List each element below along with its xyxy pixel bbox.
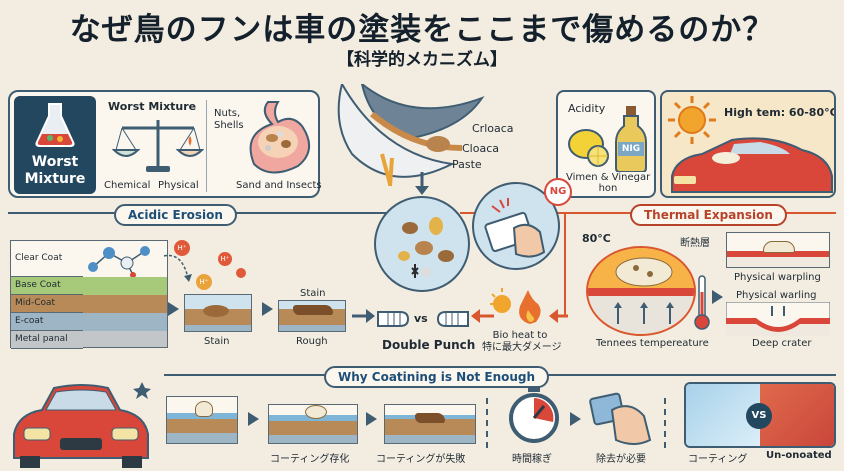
worst-mixture-box: Worst Mixture — [14, 96, 96, 194]
warping-block-1 — [726, 232, 830, 268]
coating-step-1-label: コーティング存化 — [270, 454, 350, 465]
acidity-label: Acidity — [568, 102, 606, 115]
arrow-to-stain — [168, 302, 179, 316]
thermometer-icon — [694, 275, 710, 330]
arrow-orange-left — [549, 309, 568, 323]
coating-step-1-image — [166, 396, 238, 444]
stain-block — [184, 294, 252, 332]
arrow-bird-down — [415, 172, 429, 195]
double-punch-label: Double Punch — [382, 338, 476, 352]
layer-strip — [83, 277, 167, 347]
coating-step-2-label: コーティングが失敗 — [376, 454, 466, 465]
paste-label: Paste — [452, 158, 482, 171]
fist-right-icon — [436, 311, 469, 327]
vinegar-bottle-icon — [615, 106, 647, 172]
worst-mixture-box-label: Worst Mixture — [24, 154, 86, 187]
curved-arrow — [163, 254, 192, 282]
cloaca-label-2: Cloaca — [462, 142, 499, 155]
arrow-left-in — [352, 309, 375, 323]
coating-step-3-label: 時間稼ぎ — [512, 454, 552, 465]
wiping-hand-icon — [589, 392, 652, 445]
flask-icon — [35, 103, 75, 147]
insulation-label: 断熱層 — [680, 238, 710, 249]
nuts-shells-label: Nuts, Shells — [214, 108, 244, 131]
red-car-icon — [671, 137, 833, 193]
page-title: なぜ鳥のフンは車の塗装をここまで傷めるのか？ — [69, 12, 775, 48]
coating-step-2-image — [268, 404, 358, 444]
stain-label: Stain — [204, 336, 230, 347]
hydrogen-ion-1: H⁺ — [174, 240, 190, 256]
deep-crater-label: Deep crater — [752, 338, 812, 349]
layer-metal-panel: Metal panal — [11, 331, 83, 349]
page-subtitle: 【科学的メカニズム】 — [337, 50, 507, 70]
layer-base-coat: Base Coat — [11, 277, 83, 295]
worst-mixture-label: Worst Mixture — [108, 100, 197, 113]
hydrogen-ion-2: H⁺ — [218, 252, 232, 266]
thermal-expansion-title: Thermal Expansion — [630, 204, 787, 226]
molecule-icon — [88, 246, 150, 277]
divider — [206, 100, 207, 192]
droppings-circle — [374, 196, 470, 292]
acidic-erosion-title: Acidic Erosion — [114, 204, 237, 226]
arrow-to-crater — [712, 290, 723, 304]
heat-car-panel: High tem: 60-80°C — [660, 90, 836, 198]
physical-label: Physical — [158, 180, 199, 191]
bio-heat-label: Bio heat to 特に最大ダメージ — [482, 330, 562, 353]
crater-block — [726, 302, 830, 336]
paint-layer-stack: Clear Coat Base Coat Mid-Coat E-coat Met… — [10, 240, 168, 349]
ng-badge: NG — [544, 178, 572, 206]
sand-insects-label: Sand and Insects — [236, 180, 322, 191]
bird-illustration — [337, 84, 485, 187]
hydrogen-ion-3: H⁺ — [196, 274, 212, 290]
acidity-panel: Acidity NIG Vimen & Vinegar hon — [556, 90, 656, 198]
rough-label: Rough — [296, 336, 328, 347]
hydrogen-ion-4 — [236, 268, 246, 278]
sun-icon — [668, 96, 716, 144]
rough-block — [278, 300, 346, 332]
vinegar-bottle-label: NIG — [618, 142, 644, 156]
comparison-box: VS — [684, 382, 836, 448]
arrow-step-2 — [366, 412, 377, 426]
physical-warping-label-1: Physical warpling — [734, 272, 821, 283]
arrow-to-rough — [262, 302, 273, 316]
scale-icon — [112, 120, 204, 172]
temp-80-label: 80°C — [582, 232, 611, 245]
coated-label: コーティング — [688, 454, 748, 465]
uncoated-panel — [760, 384, 834, 446]
stopwatch-icon — [509, 386, 559, 443]
arrow-right-in — [471, 309, 494, 323]
temperature-label: Tennees tempereature — [596, 338, 709, 349]
dashed-divider-1 — [486, 398, 488, 448]
lemon-icon — [568, 129, 609, 167]
thermal-circle — [586, 246, 696, 336]
layer-mid-coat: Mid-Coat — [11, 295, 83, 313]
stomach-icon — [249, 101, 310, 174]
cloaca-label-1: Crloaca — [472, 122, 514, 135]
orange-connector — [564, 212, 566, 316]
vs-label: vs — [414, 312, 428, 325]
why-coating-title: Why Coatining is Not Enough — [324, 366, 550, 388]
high-temp-label: High tem: 60-80°C — [724, 106, 836, 119]
worst-mixture-panel: Worst Mixture Worst Mixture Chemical Phy… — [8, 90, 322, 198]
uncoated-label: Un-onoated — [766, 450, 832, 461]
arrow-step-1 — [248, 412, 259, 426]
physical-warping-label-2: Physical warling — [736, 290, 817, 301]
car-front-icon — [13, 382, 151, 468]
layer-e-coat: E-coat — [11, 313, 83, 331]
vinegar-caption: Vimen & Vinegar hon — [566, 172, 651, 194]
fire-icon — [490, 288, 541, 324]
dashed-divider-2 — [664, 398, 666, 448]
vs-badge: VS — [746, 403, 772, 429]
fist-left-icon — [377, 311, 410, 327]
coating-step-4-label: 除去が必要 — [596, 454, 646, 465]
stain-top-label: Stain — [300, 288, 326, 299]
coating-step-3-image — [384, 404, 476, 444]
chemical-label: Chemical — [104, 180, 151, 191]
layer-clear-coat: Clear Coat — [11, 241, 83, 277]
arrow-step-3 — [570, 412, 581, 426]
